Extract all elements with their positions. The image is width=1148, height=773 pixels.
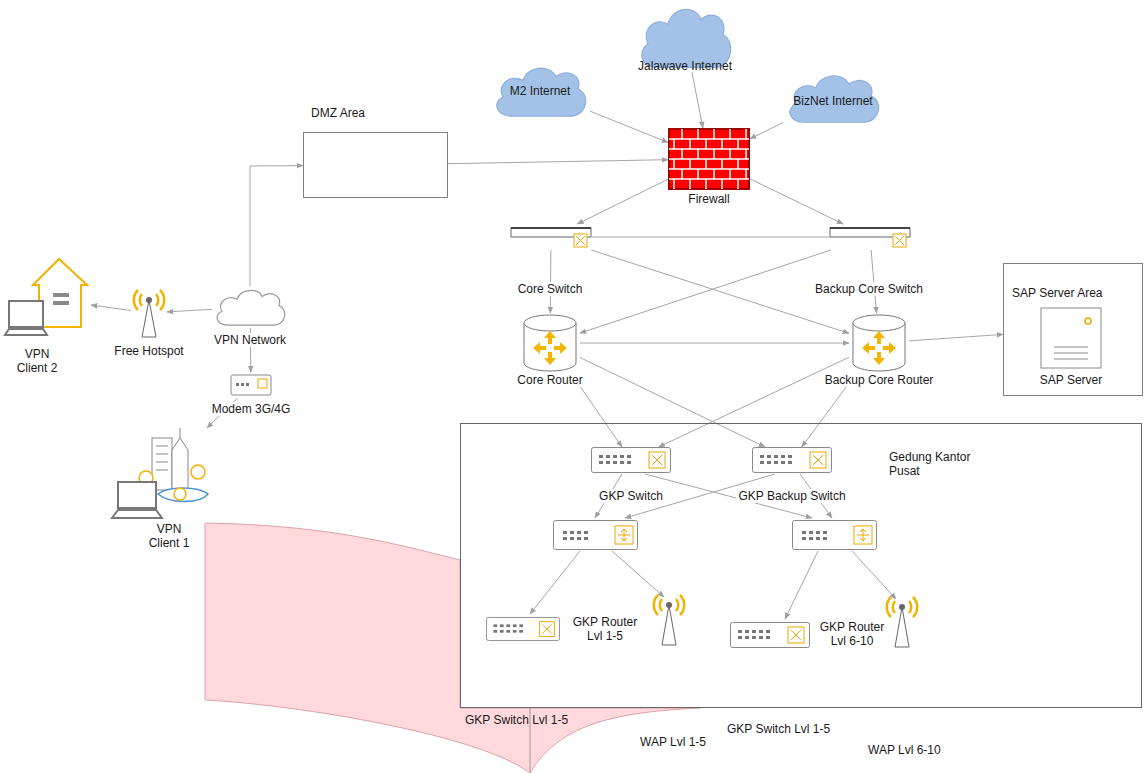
wap-symbol <box>654 595 684 645</box>
node-label: VPN Client 2 <box>12 347 62 375</box>
modem: Modem 3G/4G <box>230 372 272 398</box>
building-area: Gedung Kantor PusatGKP SwitchGKP Backup … <box>460 423 1142 708</box>
core-switch: Backup Core Switch <box>829 224 911 250</box>
core-router: Backup Core Router <box>849 313 909 373</box>
connector <box>577 179 668 224</box>
wire <box>785 551 818 619</box>
server-icon-icon <box>1040 307 1102 369</box>
vpn-client: VPN Client 1 <box>108 428 212 520</box>
building-ground <box>460 423 1142 708</box>
vpn-cloud: VPN Network <box>212 286 288 328</box>
firewall-icon <box>668 128 750 190</box>
hotspot: Free Hotspot <box>131 288 167 338</box>
gkp-mid-router <box>793 521 877 550</box>
floor-router-icon <box>483 617 563 641</box>
modem-icon <box>230 372 272 398</box>
node-label: Free Hotspot <box>112 344 185 358</box>
node-label: VPN Client 1 <box>144 522 194 550</box>
node-label: SAP Server <box>1038 373 1104 387</box>
dmz-box: DMZ Area <box>303 132 448 198</box>
node-label: Firewall <box>686 192 731 206</box>
callout-label: GKP Switch Lvl 1-5 <box>727 722 830 736</box>
hotspot-icon <box>131 288 167 338</box>
connector <box>91 305 131 311</box>
vpn-client-icon <box>3 255 91 343</box>
connector <box>659 357 849 447</box>
connector <box>580 358 765 448</box>
wire <box>612 551 664 597</box>
firewall: Firewall <box>668 128 750 190</box>
vpn-client: VPN Client 2 <box>3 255 91 343</box>
connector <box>580 343 849 344</box>
node-label: VPN Network <box>212 333 288 347</box>
building-switch: GKP Backup Switch <box>752 447 832 473</box>
callout-label: GKP Switch Lvl 1-5 <box>465 713 568 727</box>
core-switch: Core Switch <box>510 224 592 250</box>
node-label: GKP Backup Switch <box>736 489 847 503</box>
core-router: Core Router <box>520 313 580 373</box>
vpn-cloud-icon <box>212 286 288 328</box>
callout-label: WAP Lvl 1-5 <box>640 735 706 749</box>
internet-cloud: Jalawave Internet <box>635 2 735 72</box>
core-router-icon <box>520 313 580 373</box>
core-switch-icon <box>510 224 592 250</box>
connector <box>909 334 1003 341</box>
node-label: Core Router <box>515 373 584 387</box>
node-label: Backup Core Switch <box>813 282 925 296</box>
node-label: GKP Switch <box>597 489 665 503</box>
building-switch: GKP Switch <box>591 447 671 473</box>
floor-router-icon <box>730 622 810 648</box>
node-label: Core Switch <box>516 282 585 296</box>
core-switch-icon <box>829 224 911 250</box>
connector <box>580 250 831 333</box>
node-label: GKP Router Lvl 6-10 <box>812 620 892 648</box>
connector <box>448 160 668 164</box>
connector <box>692 72 703 128</box>
node-label: BizNet Internet <box>791 94 874 108</box>
wire <box>852 551 896 599</box>
node-label: M2 Internet <box>508 84 573 98</box>
core-router-icon <box>849 313 909 373</box>
connector <box>750 179 843 224</box>
connector <box>591 250 849 333</box>
floor-router: GKP Router Lvl 1-5 <box>483 617 563 641</box>
node-label: Modem 3G/4G <box>210 402 293 416</box>
node-label: GKP Router Lvl 1-5 <box>565 615 645 643</box>
floor-router: GKP Router Lvl 6-10 <box>730 622 810 648</box>
node-label: SAP Server Area <box>1012 286 1103 300</box>
gkp-mid-router <box>554 521 638 550</box>
node-label: Backup Core Router <box>823 373 936 387</box>
building-switch-icon <box>591 447 671 473</box>
connector <box>590 111 668 142</box>
building-switch-icon <box>752 447 832 473</box>
connector <box>750 123 783 139</box>
internet-cloud: M2 Internet <box>490 62 590 120</box>
server-icon: SAP Server <box>1040 307 1102 369</box>
node-label: Gedung Kantor Pusat <box>889 450 979 478</box>
node-label: DMZ Area <box>311 106 365 120</box>
server-area: SAP Server AreaSAP Server <box>1003 263 1143 396</box>
internet-cloud: BizNet Internet <box>783 70 883 126</box>
vpn-client-icon <box>108 428 212 520</box>
connector <box>592 237 829 238</box>
connector <box>167 309 212 312</box>
wire <box>530 551 580 614</box>
callout-label: WAP Lvl 6-10 <box>868 743 941 757</box>
node-label: Jalawave Internet <box>636 59 734 73</box>
connector <box>250 166 303 286</box>
